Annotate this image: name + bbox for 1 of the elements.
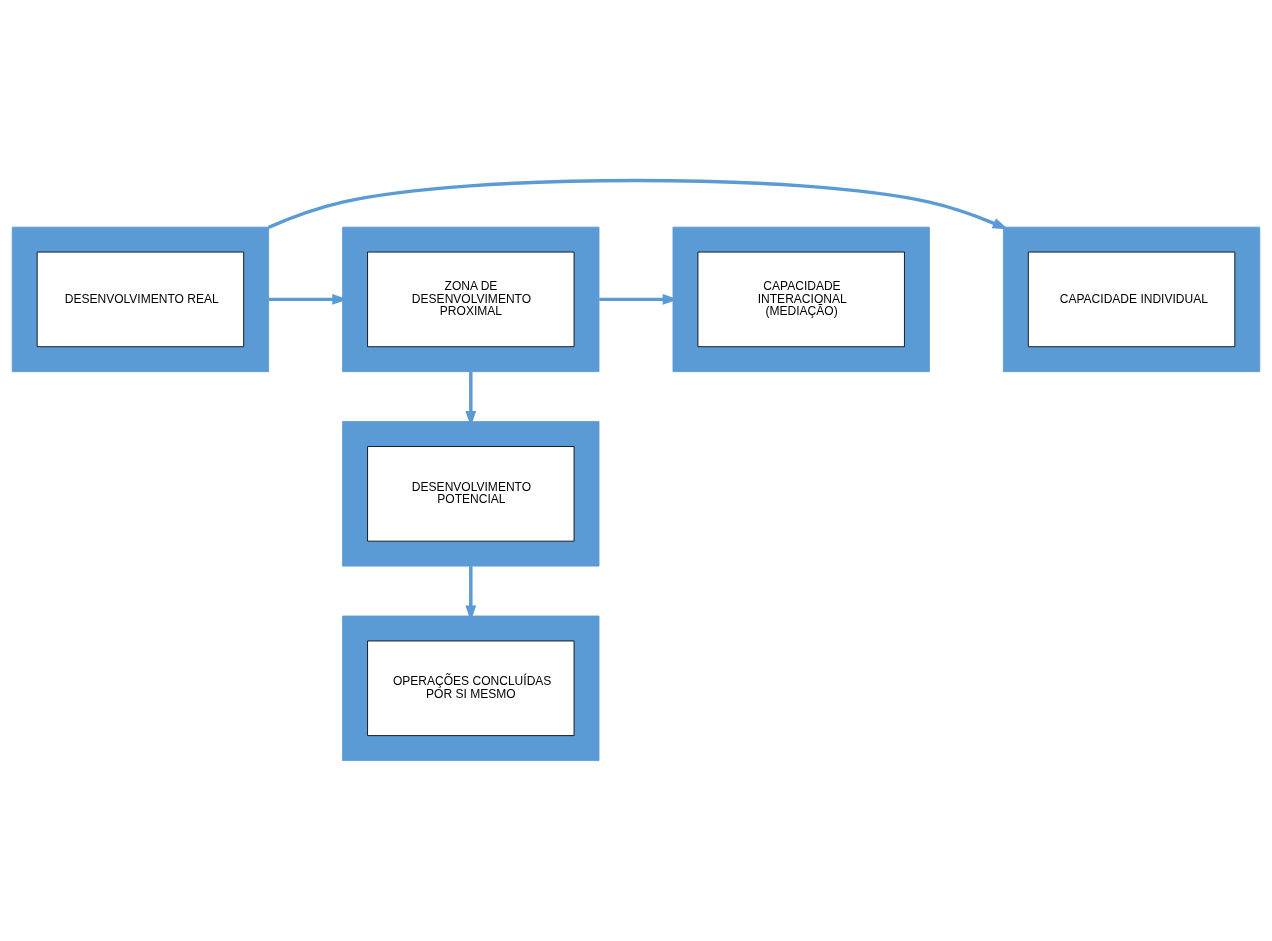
arrow — [267, 178, 1009, 230]
